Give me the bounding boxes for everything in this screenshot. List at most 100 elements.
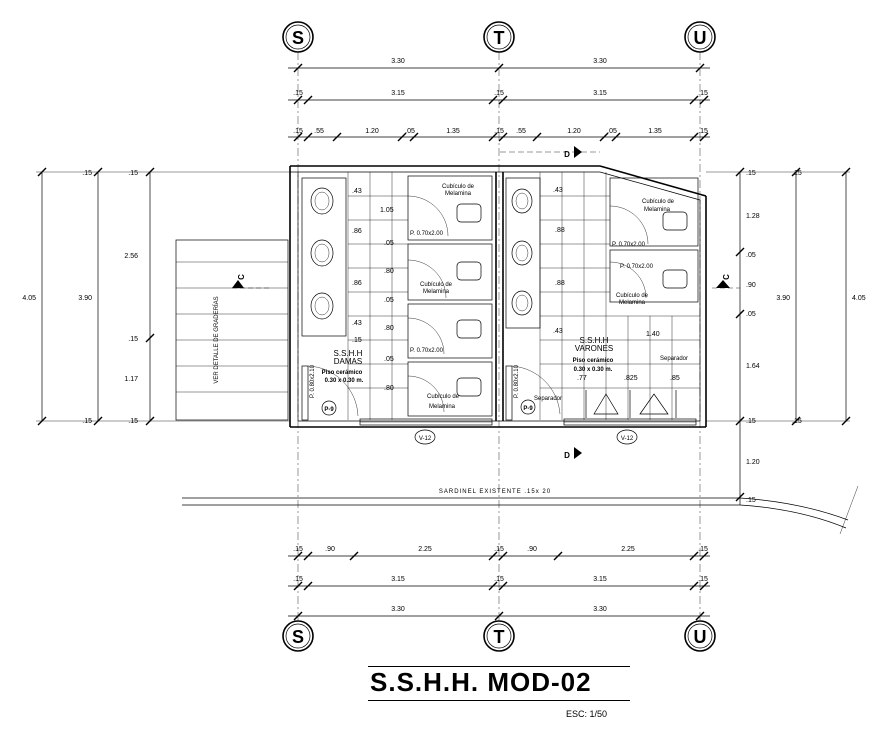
- svg-text:U: U: [694, 28, 707, 48]
- svg-text:.15: .15: [698, 90, 708, 97]
- svg-text:3.30: 3.30: [391, 606, 405, 613]
- axis-bubble-s-bottom: S: [282, 620, 314, 652]
- bottom-dimension-partial: .15 .90 2.25 .15 .90 2.25 .15: [288, 546, 710, 561]
- svg-text:Piso cerámico: Piso cerámico: [573, 358, 614, 364]
- axis-bubble-u-top: U: [684, 21, 716, 53]
- svg-text:.05: .05: [384, 240, 394, 247]
- svg-text:.05: .05: [746, 311, 756, 318]
- svg-text:.15: .15: [352, 337, 362, 344]
- svg-text:P. 0.70x2.00: P. 0.70x2.00: [620, 264, 654, 270]
- svg-text:.90: .90: [325, 546, 335, 553]
- svg-text:Cubículo de: Cubículo de: [442, 184, 475, 190]
- svg-text:.80: .80: [384, 268, 394, 275]
- svg-text:.15: .15: [82, 418, 92, 425]
- right-dimensions: .15 1.28 .05 .90 .05 1.64 .15 1.20 .15 3…: [706, 167, 866, 505]
- svg-text:3.15: 3.15: [391, 90, 405, 97]
- svg-text:Separador: Separador: [534, 396, 562, 402]
- title-rule-bottom: [368, 700, 630, 701]
- svg-text:1.20: 1.20: [746, 459, 760, 466]
- damas-cubicle-labels: P. 0.70x2.00 P. 0.70x2.00 Cubículo de Me…: [410, 184, 475, 410]
- svg-text:.05: .05: [405, 128, 415, 135]
- svg-text:.05: .05: [384, 297, 394, 304]
- svg-text:.15: .15: [698, 576, 708, 583]
- svg-text:P-9: P-9: [324, 407, 334, 413]
- svg-text:S.S.H.H: S.S.H.H: [580, 336, 609, 345]
- damas-inner-dims: .43 .86 .86 .43 .15 1.05 .05 .80 .05 .80…: [352, 188, 394, 392]
- svg-text:.43: .43: [553, 187, 563, 194]
- svg-text:.90: .90: [527, 546, 537, 553]
- svg-text:3.30: 3.30: [391, 58, 405, 65]
- svg-text:.43: .43: [553, 328, 563, 335]
- damas-tile-grid: [347, 172, 408, 420]
- svg-text:.43: .43: [352, 188, 362, 195]
- svg-text:.15: .15: [128, 418, 138, 425]
- svg-text:.15: .15: [494, 90, 504, 97]
- svg-text:Piso cerámico: Piso cerámico: [322, 370, 363, 376]
- svg-text:.15: .15: [293, 546, 303, 553]
- svg-text:Cubículo de: Cubículo de: [642, 199, 675, 205]
- svg-text:1.40: 1.40: [646, 331, 660, 338]
- svg-text:Cubículo de: Cubículo de: [427, 394, 460, 400]
- svg-text:.88: .88: [555, 227, 565, 234]
- svg-text:S: S: [292, 627, 304, 647]
- svg-text:3.30: 3.30: [593, 58, 607, 65]
- svg-text:2.56: 2.56: [124, 253, 138, 260]
- section-marker-d-bottom: D: [564, 447, 582, 460]
- svg-text:V-12: V-12: [419, 436, 432, 442]
- svg-text:Melamina: Melamina: [644, 207, 671, 213]
- svg-text:.88: .88: [555, 280, 565, 287]
- svg-text:.15: .15: [293, 90, 303, 97]
- damas-window-v12: V-12: [359, 418, 493, 445]
- svg-text:3.30: 3.30: [593, 606, 607, 613]
- svg-text:0.30 x 0.30 m.: 0.30 x 0.30 m.: [574, 367, 613, 373]
- svg-text:C: C: [237, 274, 246, 280]
- svg-text:1.20: 1.20: [567, 128, 581, 135]
- varones-window-v12: V-12: [563, 418, 697, 445]
- svg-text:1.05: 1.05: [380, 207, 394, 214]
- svg-text:V-12: V-12: [621, 436, 634, 442]
- damas-entry-door: P. 0.80x2.10 P-9: [301, 364, 359, 421]
- svg-text:.05: .05: [384, 356, 394, 363]
- varones-entry-door: P. 0.80x2.10 P-9: [505, 364, 561, 421]
- title-rule-top: [368, 666, 630, 667]
- damas-cubicles: [407, 175, 493, 417]
- svg-text:.15: .15: [494, 546, 504, 553]
- svg-text:P. 0.80x2.10: P. 0.80x2.10: [310, 364, 316, 398]
- svg-text:.43: .43: [352, 320, 362, 327]
- svg-text:.86: .86: [352, 280, 362, 287]
- svg-text:.85: .85: [670, 375, 680, 382]
- drawing-scale: ESC: 1/50: [566, 709, 608, 719]
- svg-text:2.25: 2.25: [621, 546, 635, 553]
- stair-detail-box: VER DETALLE DE GRADERÍAS: [175, 239, 289, 421]
- svg-text:U: U: [694, 627, 707, 647]
- svg-text:.15: .15: [494, 576, 504, 583]
- top-dimension-330: 3.30 3.30: [288, 58, 710, 73]
- axis-bubble-t-top: T: [483, 21, 515, 53]
- svg-text:.15: .15: [746, 497, 756, 504]
- top-dimension-partial: .15 .55 1.20 .05 1.35 .15 .55 1.20 .05 1…: [288, 128, 710, 142]
- axis-bubble-u-bottom: U: [684, 620, 716, 652]
- svg-text:VER DETALLE DE GRADERÍAS: VER DETALLE DE GRADERÍAS: [213, 296, 220, 383]
- svg-text:.15: .15: [128, 336, 138, 343]
- left-dimensions: 4.05 3.90 2.56 .15 1.17 .15 .15 .15 .15: [22, 167, 290, 426]
- svg-text:.15: .15: [293, 128, 303, 135]
- svg-text:.86: .86: [352, 228, 362, 235]
- svg-text:P. 0.70x2.00: P. 0.70x2.00: [410, 231, 444, 237]
- svg-text:VARONES: VARONES: [575, 344, 614, 353]
- svg-text:Melamina: Melamina: [445, 191, 472, 197]
- svg-text:.15: .15: [128, 170, 138, 177]
- section-marker-d-top: D: [500, 146, 600, 159]
- svg-text:.77: .77: [577, 375, 587, 382]
- svg-text:4.05: 4.05: [852, 295, 866, 302]
- svg-text:1.64: 1.64: [746, 363, 760, 370]
- svg-text:P. 0.70x2.00: P. 0.70x2.00: [410, 348, 444, 354]
- svg-text:D: D: [564, 150, 570, 159]
- bottom-dimension-330: 3.30 3.30: [288, 606, 710, 621]
- damas-lavatory-counter: [301, 177, 347, 337]
- svg-text:.55: .55: [516, 128, 526, 135]
- svg-text:0.30 x 0.30 m.: 0.30 x 0.30 m.: [325, 378, 364, 384]
- sardinel-curb: SARDINEL EXISTENTE .15x 20: [182, 485, 859, 535]
- svg-text:P-9: P-9: [523, 406, 533, 412]
- svg-text:3.15: 3.15: [593, 576, 607, 583]
- bottom-dimension-315: .15 3.15 .15 3.15 .15: [288, 576, 710, 591]
